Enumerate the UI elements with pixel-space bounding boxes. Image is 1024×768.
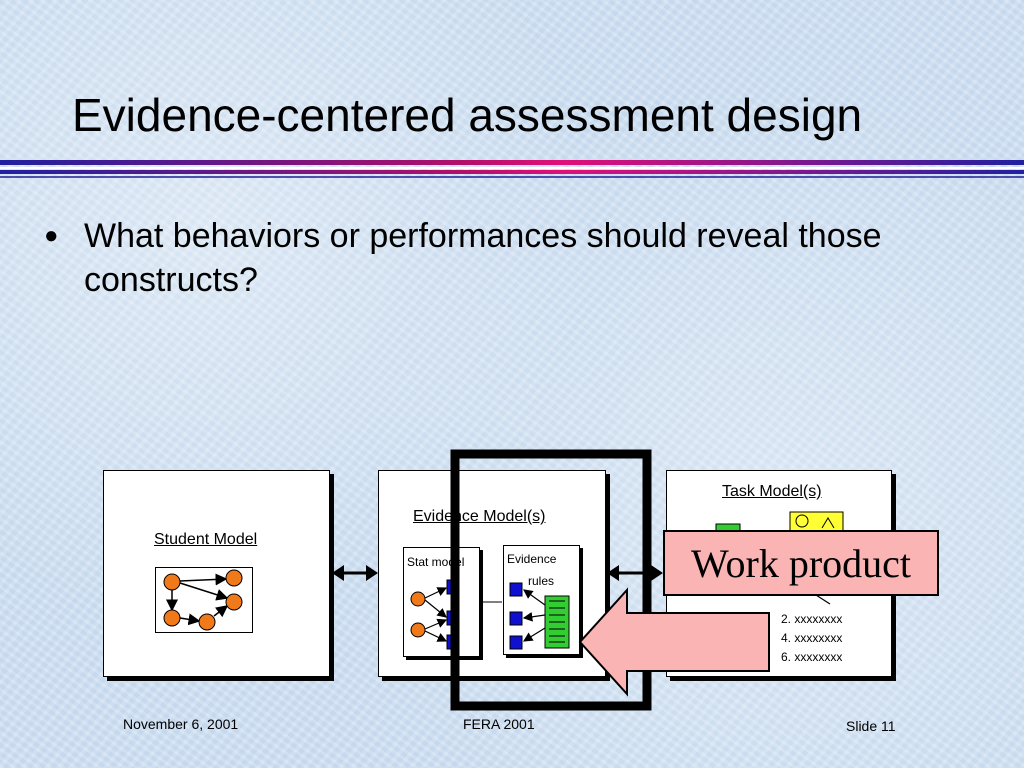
bullet-text: What behaviors or performances should re…	[84, 217, 882, 299]
evidence-rules-label-line1: Evidence	[507, 552, 557, 566]
evidence-rules-network	[509, 582, 570, 650]
title-divider-gap	[0, 167, 1024, 169]
evidence-rules-label-line2: rules	[528, 574, 555, 588]
stat-node	[410, 622, 426, 638]
stat-node	[410, 591, 426, 607]
highlight-frame	[450, 449, 652, 711]
work-product-callout: Work product	[663, 530, 939, 596]
observable-node	[509, 582, 523, 597]
observable-node	[509, 635, 523, 650]
student-node	[198, 613, 216, 631]
footer-slide-number: Slide 11	[846, 718, 896, 734]
title-divider-lower	[0, 170, 1024, 174]
stat-model-label: Stat model	[407, 555, 465, 569]
student-node	[225, 593, 243, 611]
bullet-icon: ●	[44, 222, 59, 249]
title-divider	[0, 160, 1024, 165]
bullet-item: ● What behaviors or performances should …	[44, 214, 944, 302]
task-list-item: 6. xxxxxxxx	[781, 650, 843, 664]
student-node	[163, 573, 181, 591]
evidence-model-label: Evidence Model(s)	[413, 508, 546, 525]
footer-event: FERA 2001	[463, 716, 535, 732]
student-node	[225, 569, 243, 587]
observable-node	[509, 611, 523, 626]
student-model-network	[163, 569, 243, 631]
big-pointer-arrow	[578, 587, 770, 697]
title-divider-shadow	[0, 176, 1024, 178]
slide-title: Evidence-centered assessment design	[72, 89, 863, 141]
task-model-label: Task Model(s)	[722, 483, 822, 500]
task-list-item: 4. xxxxxxxx	[781, 631, 843, 645]
task-list-item: 2. xxxxxxxx	[781, 612, 843, 626]
bidirectional-arrow	[607, 565, 663, 581]
student-model-label: Student Model	[154, 531, 258, 548]
bidirectional-arrow	[332, 565, 378, 581]
student-node	[163, 609, 181, 627]
footer-date: November 6, 2001	[123, 716, 239, 732]
